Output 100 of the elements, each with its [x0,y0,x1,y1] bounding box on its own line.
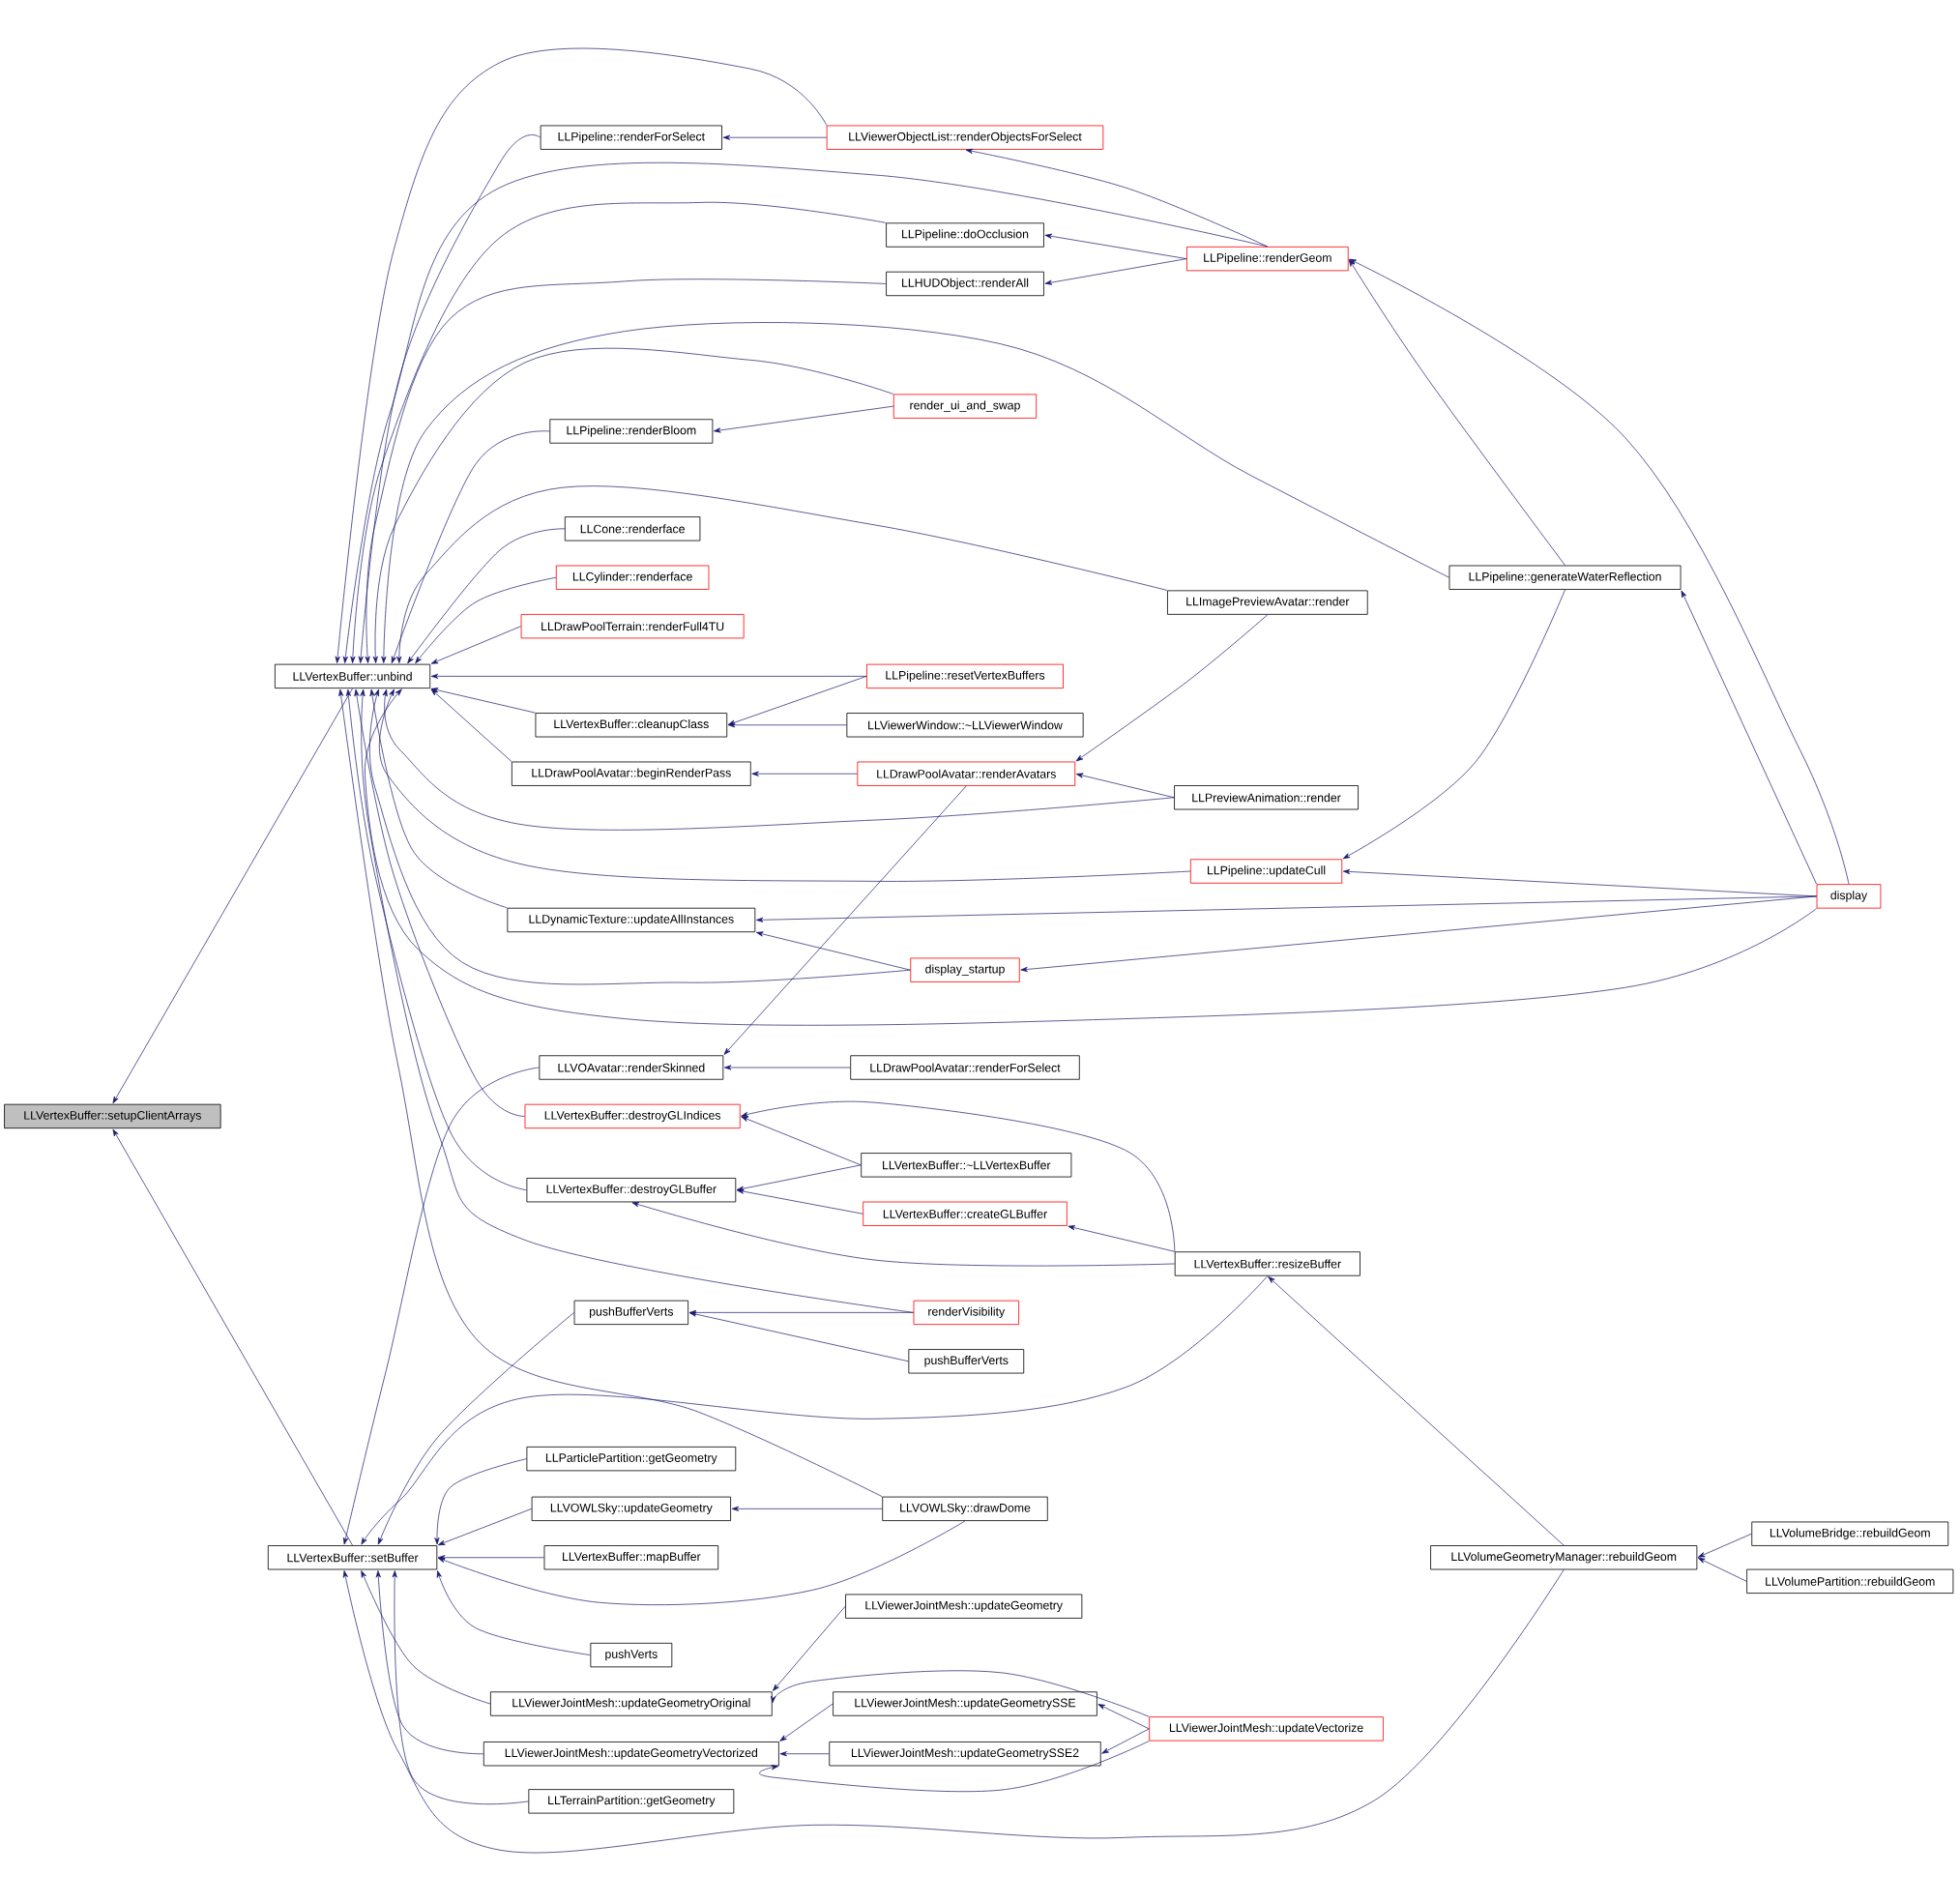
function-box: LLVertexBuffer::cleanupClass [535,713,728,738]
arrow [631,1202,1176,1267]
arrow [372,348,894,664]
arrow [338,689,883,1498]
function-box: LLVertexBuffer::setupClientArrays [4,1104,221,1129]
arrow [342,162,1269,664]
arrow [736,1188,863,1215]
function-box: LLVOWLSky::updateGeometry [531,1496,731,1522]
arrow [1020,895,1817,973]
function-box: display [1816,884,1882,909]
arrow [377,1312,574,1545]
arrow [391,430,550,664]
function-box: LLVertexBuffer::~LLVertexBuffer [861,1153,1072,1178]
function-box: display_startup [910,957,1020,983]
function-box: LLVertexBuffer::mapBuffer [543,1545,719,1570]
function-box: LLHUDObject::renderAll [886,272,1044,297]
arrow [437,1508,533,1546]
function-box: LLViewerJointMesh::updateGeometrySSE2 [829,1742,1101,1767]
arrow [369,689,508,909]
arrow [1068,1225,1176,1252]
function-box: LLPipeline::generateWaterReflection [1448,565,1682,591]
arrow [779,1751,830,1757]
function-box: LLVertexBuffer::setBuffer [267,1545,438,1570]
function-box: LLVolumeGeometryManager::rebuildGeom [1430,1545,1698,1570]
arrow [1044,258,1187,285]
arrow [354,689,525,1117]
arrow [375,1570,484,1755]
arrow [727,676,867,725]
arrow [722,134,828,140]
arrow [1342,589,1565,860]
arrow [361,1570,491,1705]
function-box: LLVertexBuffer::resizeBuffer [1174,1251,1360,1276]
function-box: LLViewerJointMesh::updateGeometryOriginal [490,1691,773,1716]
arrow [1101,1728,1150,1754]
arrow [1697,1534,1752,1558]
function-box: LLParticlePartition::getGeometry [526,1447,737,1472]
function-box: LLViewerObjectList::renderObjectsForSelect [826,125,1104,151]
arrow [1075,773,1175,799]
arrow [773,1606,846,1692]
function-box: renderVisibility [913,1300,1019,1326]
function-box: LLPipeline::renderGeom [1186,247,1349,272]
arrow [345,689,527,1191]
arrow [365,688,1817,1026]
arrow [779,1703,834,1742]
arrow [1075,614,1269,762]
arrow [430,674,867,680]
function-box: LLViewerJointMesh::updateGeometrySSE [833,1691,1097,1716]
arrow [382,689,1175,831]
function-box: LLPipeline::resetVertexBuffers [866,663,1064,689]
function-box: LLVertexBuffer::destroyGLIndices [524,1104,741,1129]
arrow [415,577,557,664]
function-box: LLVertexBuffer::destroyGLBuffer [526,1178,737,1203]
function-box: LLViewerWindow::~LLViewerWindow [846,713,1084,738]
arrow [112,688,353,1104]
function-box: LLCone::renderface [564,516,701,542]
function-box: LLDynamicTexture::updateAllInstances [507,908,756,933]
function-box: LLCylinder::renderface [555,565,710,591]
arrow [434,1458,527,1545]
function-box: LLDrawPoolAvatar::renderForSelect [850,1055,1080,1080]
arrow [335,47,828,664]
arrow [436,1570,591,1656]
function-box: pushBufferVerts [908,1349,1025,1374]
arrow [437,1555,544,1561]
arrow [361,1275,1269,1545]
arrow [755,931,911,971]
arrow [358,134,541,664]
arrow [759,1741,1150,1793]
arrow [342,1569,1565,1854]
function-box: LLDrawPoolAvatar::beginRenderPass [512,761,751,787]
arrow [688,1311,909,1362]
arrow [741,1116,862,1166]
arrow [350,202,887,664]
function-box: LLVOWLSky::drawDome [882,1496,1048,1522]
arrow [343,1067,540,1545]
arrow [430,688,536,714]
arrow [360,689,914,1313]
function-box: LLViewerJointMesh::updateVectorize [1149,1716,1384,1742]
arrow [379,688,1191,882]
arrow [688,1310,914,1316]
function-box: pushBufferVerts [573,1300,689,1326]
function-box: LLPipeline::doOcclusion [886,222,1044,248]
function-box: LLViewerJointMesh::updateGeometryVectorized [483,1742,779,1767]
function-box: LLPipeline::renderForSelect [540,125,722,151]
arrow [430,688,512,763]
arrow [407,528,566,664]
arrow [723,785,967,1056]
arrow [1697,1558,1747,1582]
function-box: LLPreviewAnimation::render [1174,785,1359,810]
arrow [1681,590,1817,885]
arrow [112,1128,353,1546]
arrow [736,1164,862,1191]
arrow [741,1101,1176,1252]
arrow [1268,1276,1565,1546]
function-box: LLVOAvatar::renderSkinned [539,1055,724,1080]
arrow [714,406,894,433]
function-box: LLDrawPoolAvatar::renderAvatars [857,761,1076,787]
function-box: render_ui_and_swap [892,394,1038,420]
arrow [381,322,1449,664]
arrow [756,895,1817,923]
arrow [751,771,858,777]
